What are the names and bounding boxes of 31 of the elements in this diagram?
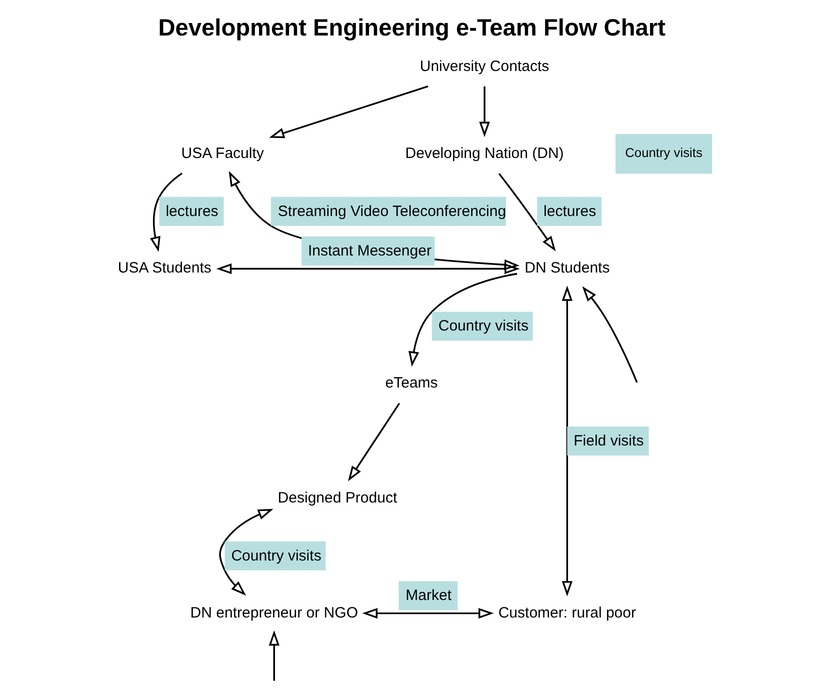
edge-label: lectures xyxy=(544,202,596,220)
arrow xyxy=(348,402,400,481)
edge-label: Country visits xyxy=(231,546,322,564)
node-text: eTeams xyxy=(385,374,438,392)
label: Country visits xyxy=(625,144,702,160)
edge-label: Country visits xyxy=(438,317,528,334)
arrow xyxy=(408,272,518,366)
diagram-title: Development Engineering e-Team Flow Chart xyxy=(158,14,666,41)
node-text: DN entrepreneur or NGO xyxy=(190,604,358,621)
node-text: Designed Product xyxy=(278,488,398,506)
arrow xyxy=(582,286,638,382)
node-text: Developing Nation (DN) xyxy=(405,144,564,162)
node-text: University Contacts xyxy=(420,57,550,74)
arrow xyxy=(150,172,183,252)
arrow xyxy=(362,607,494,618)
node-text: Customer: rural poor xyxy=(498,604,636,621)
node-text: USA Students xyxy=(118,259,212,276)
edge-label: Market xyxy=(406,586,452,604)
arrow xyxy=(269,85,428,138)
node-text: DN Students xyxy=(524,259,610,276)
arrow xyxy=(562,285,573,596)
node-text: USA Faculty xyxy=(181,144,264,162)
arrow xyxy=(268,630,280,680)
edge-label: Field visits xyxy=(574,432,644,450)
edge-label: lectures xyxy=(166,202,218,220)
arrow xyxy=(498,172,556,251)
arrow xyxy=(216,262,520,274)
arrow xyxy=(479,86,490,137)
edge-label: Streaming Video Teleconferencing xyxy=(278,202,506,220)
edge-label: Instant Messenger xyxy=(308,242,432,260)
arrow xyxy=(219,508,274,596)
